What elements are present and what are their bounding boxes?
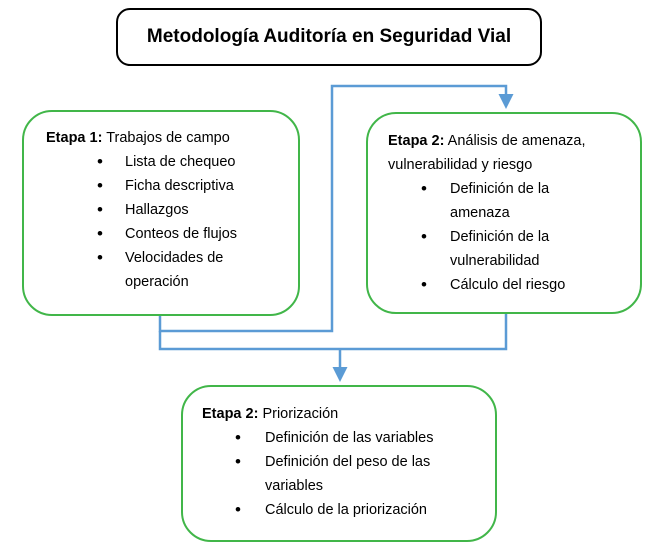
stage-3-items: Definición de las variables Definición d… (202, 426, 485, 522)
stage-1-label: Etapa 1: (46, 130, 103, 146)
list-item: Lista de chequeo (46, 150, 298, 174)
stage-3-name: Priorización (258, 406, 339, 422)
stage-1-name: Trabajos de campo (102, 130, 230, 146)
stage-2-name: Análisis de amenaza, vulnerabilidad y ri… (388, 133, 586, 173)
list-item: Hallazgos (46, 198, 298, 222)
list-item: Cálculo del riesgo (388, 273, 630, 297)
list-item: Definición del peso de las variables (202, 450, 485, 498)
stage-1-items: Lista de chequeo Ficha descriptiva Halla… (46, 150, 298, 294)
stage-2-heading: Etapa 2: Análisis de amenaza, vulnerabil… (388, 129, 630, 177)
stage-1-heading: Etapa 1: Trabajos de campo (46, 126, 298, 150)
list-item: Definición de las variables (202, 426, 485, 450)
stage-1-box: Etapa 1: Trabajos de campo Lista de cheq… (22, 110, 300, 316)
stage-3-heading: Etapa 2: Priorización (202, 402, 485, 426)
connector-stage1-to-stage2 (158, 84, 514, 333)
list-item: Definición de la vulnerabilidad (388, 225, 630, 273)
list-item: Cálculo de la priorización (202, 498, 485, 522)
list-item: Velocidades de operación (46, 246, 298, 294)
list-item: Conteos de flujos (46, 222, 298, 246)
title-box: Metodología Auditoría en Seguridad Vial (116, 8, 542, 66)
list-item: Definición de la amenaza (388, 177, 630, 225)
list-item: Ficha descriptiva (46, 174, 298, 198)
stage-2-box: Etapa 2: Análisis de amenaza, vulnerabil… (366, 112, 642, 314)
stage-2-items: Definición de la amenaza Definición de l… (388, 177, 630, 297)
connector-stage1-down (158, 314, 508, 351)
diagram-title: Metodología Auditoría en Seguridad Vial (146, 26, 512, 47)
stage-3-label: Etapa 2: (202, 406, 259, 422)
stage-2-label: Etapa 2: (388, 133, 445, 149)
stage-3-box: Etapa 2: Priorización Definición de las … (181, 385, 497, 542)
